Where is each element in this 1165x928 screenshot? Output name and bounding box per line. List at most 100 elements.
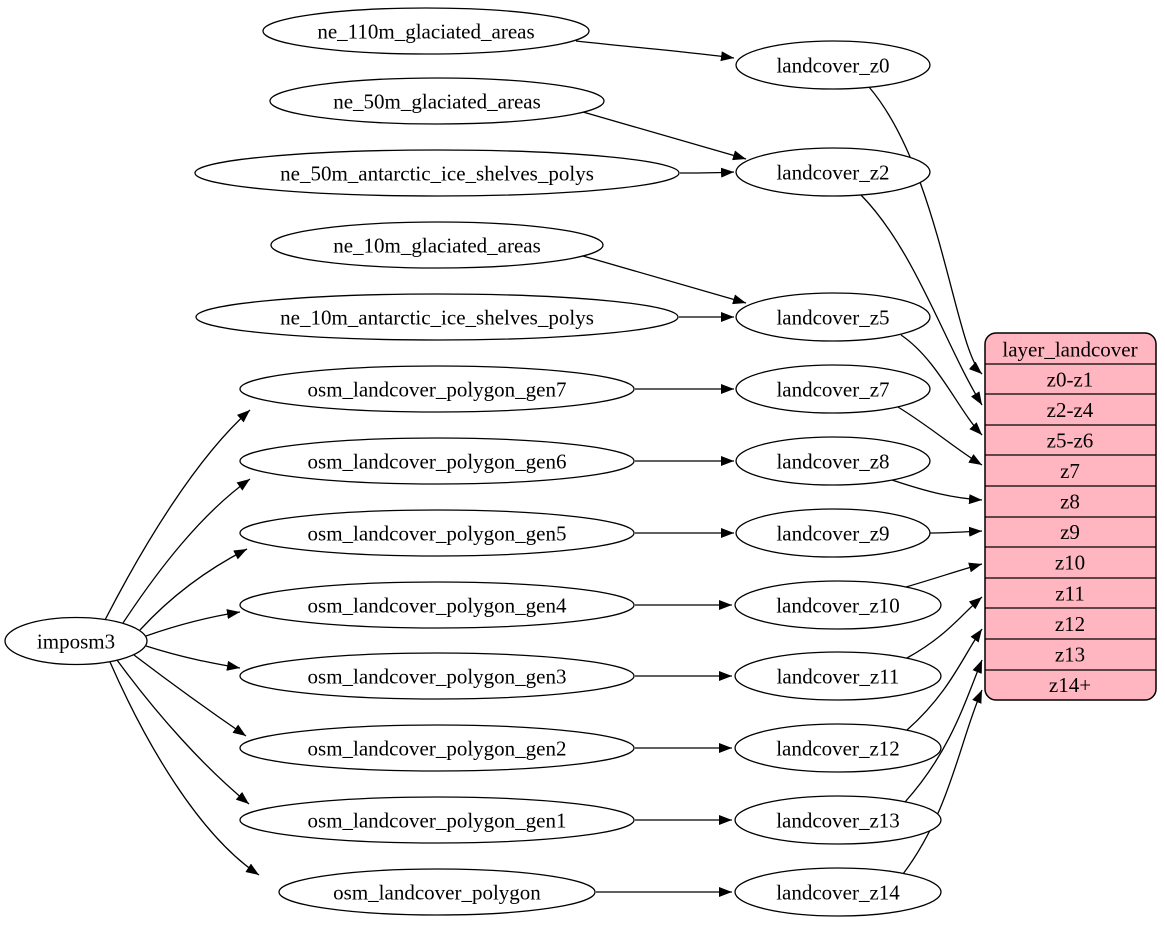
row-label-z0-z1: z0-z1 bbox=[1047, 367, 1094, 391]
node-shape bbox=[735, 147, 931, 197]
edge-landcover-z9-to-row-z9 bbox=[929, 526, 983, 537]
node-shape bbox=[269, 77, 605, 125]
node-landcover-z5: landcover_z5 bbox=[735, 292, 931, 342]
edge-landcover-z14-to-row-z14plus bbox=[902, 689, 983, 875]
edge-landcover-z2-to-row-z2-z4 bbox=[860, 194, 983, 406]
node-landcover-z8: landcover_z8 bbox=[735, 436, 931, 486]
node-label: landcover_z7 bbox=[776, 377, 889, 401]
edge-imposm3-to-gen3 bbox=[145, 645, 241, 671]
node-shape bbox=[278, 868, 596, 916]
node-label: landcover_z5 bbox=[776, 305, 889, 329]
row-label-z14plus: z14+ bbox=[1049, 673, 1091, 697]
row-label-z7: z7 bbox=[1060, 459, 1080, 483]
node-shape bbox=[239, 509, 635, 557]
table-title: layer_landcover bbox=[1002, 337, 1137, 361]
node-shape bbox=[735, 292, 931, 342]
node-imposm3-shape bbox=[4, 616, 148, 666]
table-layer-landcover: layer_landcover z0-z1 z2-z4 z5-z6 z7 z8 … bbox=[984, 332, 1157, 701]
node-shape bbox=[734, 651, 942, 701]
node-label: landcover_z8 bbox=[776, 449, 889, 473]
node-label: landcover_z11 bbox=[777, 664, 900, 688]
row-label-z11: z11 bbox=[1055, 581, 1085, 605]
node-osm-landcover-polygon-gen5: osm_landcover_polygon_gen5 bbox=[239, 509, 635, 557]
node-landcover-z12: landcover_z12 bbox=[734, 723, 942, 773]
edge-landcover-z8-to-row-z8 bbox=[891, 479, 983, 505]
node-label: osm_landcover_polygon_gen5 bbox=[308, 521, 567, 545]
node-shape bbox=[734, 723, 942, 773]
edge-imposm3-to-gen6 bbox=[122, 478, 251, 624]
node-label: landcover_z2 bbox=[776, 160, 889, 184]
node-shape bbox=[239, 796, 635, 844]
node-label: ne_10m_glaciated_areas bbox=[333, 233, 541, 257]
edge-landcover-z5-to-row-z5-z6 bbox=[900, 334, 983, 436]
node-osm-landcover-polygon-gen2: osm_landcover_polygon_gen2 bbox=[239, 724, 635, 772]
node-label: osm_landcover_polygon_gen7 bbox=[308, 377, 567, 401]
node-landcover-z9: landcover_z9 bbox=[735, 508, 931, 558]
edge-landcover-z11-to-row-z11 bbox=[906, 596, 983, 659]
node-shape bbox=[239, 581, 635, 629]
node-ne-110m-glaciated-areas: ne_110m_glaciated_areas bbox=[262, 7, 590, 55]
node-shape bbox=[262, 7, 590, 55]
node-shape bbox=[734, 795, 942, 845]
node-shape bbox=[735, 364, 931, 414]
node-landcover-z13: landcover_z13 bbox=[734, 795, 942, 845]
row-label-z8: z8 bbox=[1060, 489, 1080, 513]
node-shape bbox=[194, 149, 680, 197]
node-label: landcover_z9 bbox=[776, 521, 889, 545]
node-osm-landcover-polygon-gen4: osm_landcover_polygon_gen4 bbox=[239, 581, 635, 629]
node-osm-landcover-polygon: osm_landcover_polygon bbox=[278, 868, 596, 916]
node-label: ne_50m_glaciated_areas bbox=[333, 89, 541, 113]
node-ne-10m-antarctic-ice-shelves-polys: ne_10m_antarctic_ice_shelves_polys bbox=[195, 293, 679, 341]
edge-imposm3-to-gen4 bbox=[145, 609, 241, 637]
node-label: ne_50m_antarctic_ice_shelves_polys bbox=[280, 161, 594, 185]
row-label-z2-z4: z2-z4 bbox=[1047, 398, 1094, 422]
node-shape bbox=[239, 437, 635, 485]
node-shape bbox=[239, 652, 635, 700]
edge-ne-50m-glaciated-to-landcover-z2 bbox=[582, 111, 747, 161]
node-label: landcover_z12 bbox=[776, 736, 900, 760]
node-label: osm_landcover_polygon_gen1 bbox=[308, 808, 567, 832]
node-shape bbox=[195, 293, 679, 341]
node-landcover-z0: landcover_z0 bbox=[735, 40, 931, 90]
row-label-z9: z9 bbox=[1060, 520, 1080, 544]
node-label: osm_landcover_polygon_gen3 bbox=[308, 664, 567, 688]
node-label: ne_110m_glaciated_areas bbox=[317, 19, 534, 43]
edge-ne-10m-glaciated-to-landcover-z5 bbox=[582, 255, 747, 305]
node-shape bbox=[239, 365, 635, 413]
row-label-z10: z10 bbox=[1055, 550, 1085, 574]
node-label: landcover_z10 bbox=[776, 593, 900, 617]
edge-ne-50m-antarctic-to-landcover-z2 bbox=[679, 167, 735, 178]
node-osm-landcover-polygon-gen1: osm_landcover_polygon_gen1 bbox=[239, 796, 635, 844]
node-landcover-z2: landcover_z2 bbox=[735, 147, 931, 197]
node-osm-landcover-polygon-gen7: osm_landcover_polygon_gen7 bbox=[239, 365, 635, 413]
node-shape bbox=[734, 580, 942, 630]
node-landcover-z10: landcover_z10 bbox=[734, 580, 942, 630]
node-shape bbox=[735, 436, 931, 486]
node-landcover-z7: landcover_z7 bbox=[735, 364, 931, 414]
node-landcover-z14: landcover_z14 bbox=[734, 867, 942, 917]
node-osm-landcover-polygon-gen6: osm_landcover_polygon_gen6 bbox=[239, 437, 635, 485]
row-label-z5-z6: z5-z6 bbox=[1047, 428, 1094, 452]
node-label: landcover_z13 bbox=[776, 808, 900, 832]
node-imposm3-label: imposm3 bbox=[37, 629, 115, 653]
node-ne-10m-glaciated-areas: ne_10m_glaciated_areas bbox=[270, 221, 604, 269]
edge-imposm3-to-osm-landcover-polygon bbox=[109, 661, 260, 876]
edge-imposm3-to-gen2 bbox=[133, 654, 247, 737]
node-osm-landcover-polygon-gen3: osm_landcover_polygon_gen3 bbox=[239, 652, 635, 700]
edge-landcover-z13-to-row-z13 bbox=[904, 659, 983, 803]
row-label-z12: z12 bbox=[1055, 612, 1085, 636]
node-shape bbox=[735, 40, 931, 90]
edge-imposm3-to-gen7 bbox=[104, 409, 251, 621]
edge-landcover-z7-to-row-z7 bbox=[897, 406, 983, 466]
node-label: osm_landcover_polygon_gen6 bbox=[308, 449, 567, 473]
node-ne-50m-antarctic-ice-shelves-polys: ne_50m_antarctic_ice_shelves_polys bbox=[194, 149, 680, 197]
edge-landcover-z0-to-row-z0-z1 bbox=[868, 86, 983, 375]
node-imposm3: imposm3 bbox=[4, 616, 148, 666]
edge-landcover-z10-to-row-z10 bbox=[905, 562, 983, 588]
edge-ne-110m-to-landcover-z0 bbox=[575, 40, 735, 62]
node-shape bbox=[239, 724, 635, 772]
node-label: osm_landcover_polygon_gen2 bbox=[308, 736, 567, 760]
node-label: ne_10m_antarctic_ice_shelves_polys bbox=[280, 305, 594, 329]
node-label: landcover_z14 bbox=[776, 880, 900, 904]
